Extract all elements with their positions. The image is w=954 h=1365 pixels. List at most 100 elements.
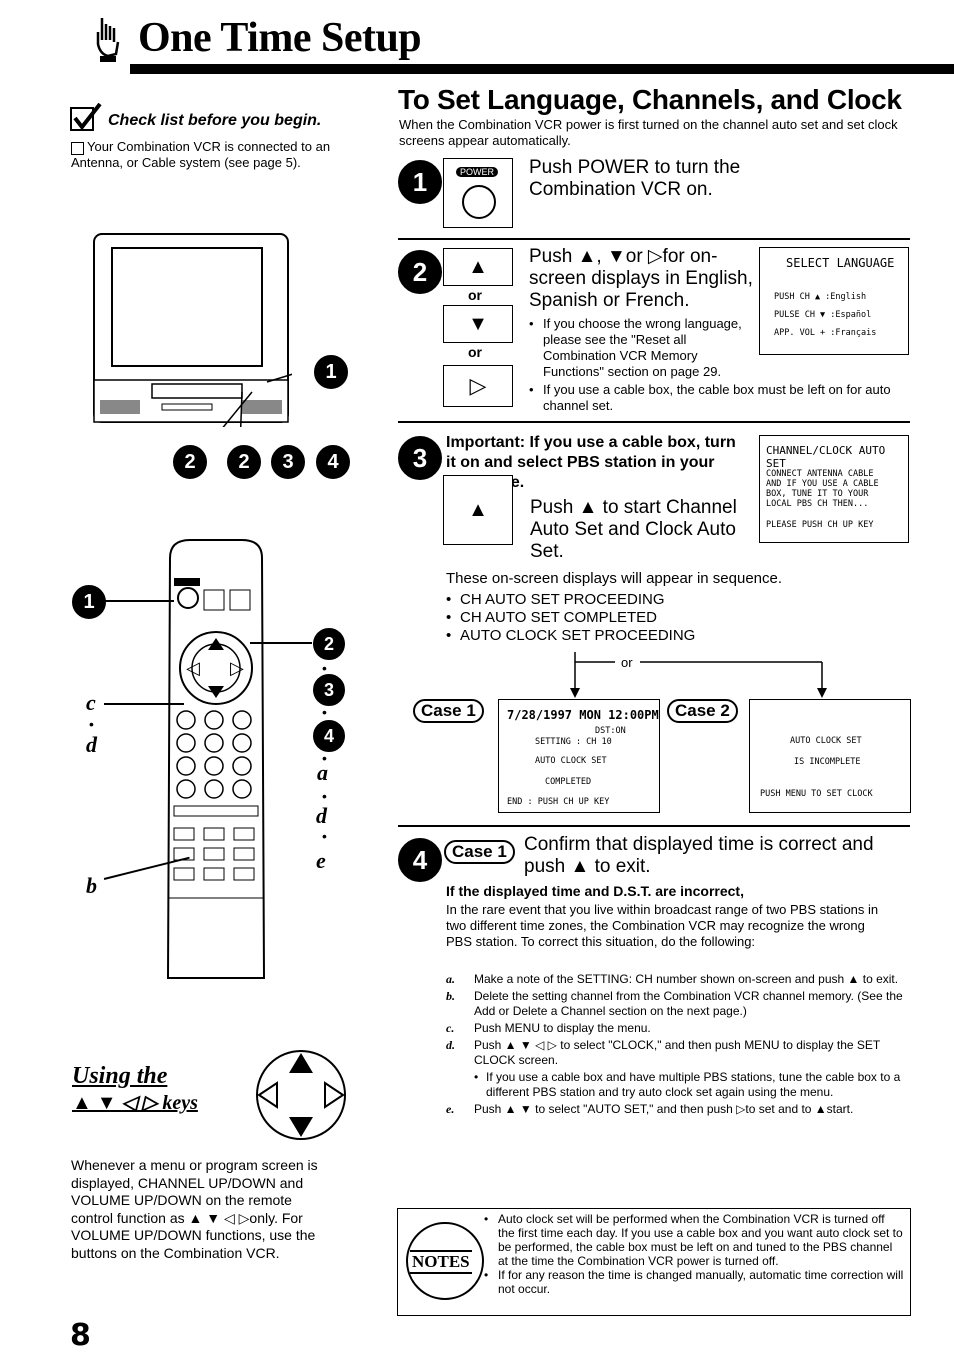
- power-label: POWER: [456, 167, 499, 177]
- channel-clock-auto-set-screen: CHANNEL/CLOCK AUTO SET CONNECT ANTENNA C…: [759, 435, 909, 543]
- remote-label-e: e: [316, 848, 326, 873]
- correction-step-b: b. Delete the setting channel from the Co…: [446, 989, 906, 1019]
- remote-control-illustration: ◁ ▷: [160, 538, 272, 988]
- hand-icon: [92, 14, 122, 64]
- remote-label-dot-a: •: [322, 788, 327, 804]
- correction-step-c: c. Push MENU to display the menu.: [446, 1021, 906, 1036]
- step-4-badge: 4: [398, 838, 442, 882]
- correction-step-e-key: e.: [446, 1102, 455, 1116]
- correction-step-c-text: Push MENU to display the menu.: [474, 1021, 651, 1035]
- osd-language-title: SELECT LANGUAGE: [786, 256, 895, 270]
- vol-up-button-illustration: ▷: [443, 365, 513, 407]
- note-1: Auto clock set will be performed when th…: [484, 1212, 904, 1268]
- step-2-badge: 2: [398, 250, 442, 294]
- remote-label-a: a: [317, 760, 328, 785]
- ch-up-button-illustration: ▲: [443, 248, 513, 286]
- sequence-list: CH AUTO SET PROCEEDING CH AUTO SET COMPL…: [446, 591, 695, 645]
- correction-step-e-text: Push ▲ ▼ to select "AUTO SET," and then …: [474, 1102, 854, 1116]
- osd-language-line-3: APP. VOL + :Français: [774, 328, 877, 338]
- step-3-badge: 3: [398, 436, 442, 480]
- remote-label-c: c: [86, 690, 96, 715]
- or-label-1: or: [468, 287, 482, 303]
- notes-icon: [406, 1222, 484, 1300]
- or-label-2: or: [468, 344, 482, 360]
- sequence-item-1: CH AUTO SET PROCEEDING: [446, 591, 695, 609]
- case-1-screen: 7/28/1997 MON 12:00PM DST:ON SETTING : C…: [498, 699, 660, 813]
- section-title: To Set Language, Channels, and Clock: [398, 84, 902, 115]
- correction-step-a-key: a.: [446, 972, 455, 986]
- case-2-line-3: PUSH MENU TO SET CLOCK: [760, 789, 873, 799]
- intro-text: When the Combination VCR power is first …: [399, 117, 898, 148]
- correction-step-a: a. Make a note of the SETTING: CH number …: [446, 972, 906, 987]
- osd-auto-set-line-1: CONNECT ANTENNA CABLE: [766, 469, 874, 479]
- correction-step-c-key: c.: [446, 1021, 455, 1035]
- step-2-bullet-2: If you use a cable box, the cable box mu…: [529, 382, 904, 414]
- using-keys-title-1: Using the: [72, 1063, 168, 1089]
- sequence-or: or: [621, 655, 633, 670]
- case-2-badge: Case 2: [667, 699, 738, 723]
- step-2-text: Push ▲, ▼or ▷for on-screen displays in E…: [529, 246, 753, 311]
- right-arrow-icon: ▷: [469, 373, 487, 398]
- osd-language-line-2: PULSE CH ▼ :Español: [774, 310, 872, 320]
- osd-auto-set-line-2: AND IF YOU USE A CABLE: [766, 479, 879, 489]
- step-1-badge: 1: [398, 160, 442, 204]
- using-keys-text: Whenever a menu or program screen is dis…: [71, 1157, 318, 1261]
- tv-callout-2b: 2: [227, 445, 261, 479]
- remote-callout-dots-3: •: [322, 750, 327, 766]
- divider-1: [398, 238, 910, 240]
- remote-label-dot-d2: •: [322, 828, 327, 844]
- correction-step-b-text: Delete the setting channel from the Comb…: [474, 989, 903, 1018]
- using-keys-title-2: ▲ ▼ ◁ ▷ keys: [72, 1092, 198, 1114]
- select-language-screen: SELECT LANGUAGE PUSH CH ▲ :English PULSE…: [759, 247, 909, 355]
- case-1-dst: DST:ON: [595, 726, 626, 736]
- notes-label: NOTES: [410, 1250, 472, 1274]
- osd-auto-set-title: CHANNEL/CLOCK AUTO SET: [766, 444, 886, 470]
- svg-text:▷: ▷: [230, 658, 244, 679]
- correction-step-b-key: b.: [446, 989, 455, 1003]
- case-1-datetime: 7/28/1997 MON 12:00PM: [507, 708, 659, 722]
- correction-step-e: e. Push ▲ ▼ to select "AUTO SET," and the…: [446, 1102, 906, 1117]
- correction-steps: a. Make a note of the SETTING: CH number …: [446, 972, 906, 1119]
- correction-sub-bullet: •If you use a cable box and have multipl…: [474, 1070, 901, 1099]
- tv-callout-1: 1: [314, 355, 348, 389]
- sequence-item-2: CH AUTO SET COMPLETED: [446, 609, 695, 627]
- power-button-icon: [462, 185, 496, 219]
- note-2: If for any reason the time is changed ma…: [484, 1268, 904, 1296]
- step-4-text: Confirm that displayed time is correct a…: [524, 834, 874, 877]
- remote-label-b: b: [86, 873, 97, 898]
- remote-label-d: d: [86, 732, 97, 757]
- case-1-setting: SETTING : CH 10: [535, 737, 612, 747]
- osd-language-line-1: PUSH CH ▲ :English: [774, 292, 867, 302]
- title-rule: [130, 64, 954, 74]
- sequence-arrows: [560, 650, 840, 700]
- notes-list: Auto clock set will be performed when th…: [484, 1212, 904, 1296]
- correction-step-d-text: Push ▲ ▼ ◁ ▷ to select "CLOCK," and then…: [474, 1038, 881, 1067]
- remote-label-dot-c: •: [89, 716, 94, 732]
- case-1-line-4: COMPLETED: [545, 777, 592, 787]
- sequence-intro: These on-screen displays will appear in …: [446, 570, 783, 587]
- step-4-paragraph: In the rare event that you live within b…: [446, 902, 879, 949]
- up-arrow-icon-2: ▲: [468, 498, 488, 521]
- remote-callout-3: 3: [313, 674, 345, 706]
- remote-callout-1: 1: [72, 585, 106, 619]
- osd-auto-set-line-5: PLEASE PUSH CH UP KEY: [766, 520, 874, 530]
- power-button-illustration: POWER: [443, 158, 513, 228]
- step-3-text: Push ▲ to start Channel Auto Set and Clo…: [530, 497, 737, 562]
- remote-label-d2: d: [316, 803, 327, 828]
- page-title: One Time Setup: [138, 15, 422, 61]
- case-2-line-2: IS INCOMPLETE: [794, 757, 861, 767]
- checkbox-icon: [71, 142, 84, 155]
- correction-step-a-text: Make a note of the SETTING: CH number sh…: [474, 972, 899, 986]
- remote-callout-4: 4: [313, 720, 345, 752]
- ch-down-button-illustration: ▼: [443, 305, 513, 343]
- case-1-badge: Case 1: [413, 699, 484, 723]
- remote-callout-dots: •: [322, 660, 327, 676]
- page-number: 8: [70, 1318, 91, 1353]
- step-2-bullets: If you choose the wrong language, please…: [529, 316, 904, 414]
- osd-auto-set-line-4: LOCAL PBS CH THEN...: [766, 499, 869, 509]
- remote-callout-line-c: [104, 703, 184, 705]
- tv-callout-4: 4: [316, 445, 350, 479]
- up-arrow-icon: ▲: [468, 255, 488, 278]
- remote-callout-line-2: [250, 642, 312, 644]
- down-arrow-icon: ▼: [468, 312, 488, 335]
